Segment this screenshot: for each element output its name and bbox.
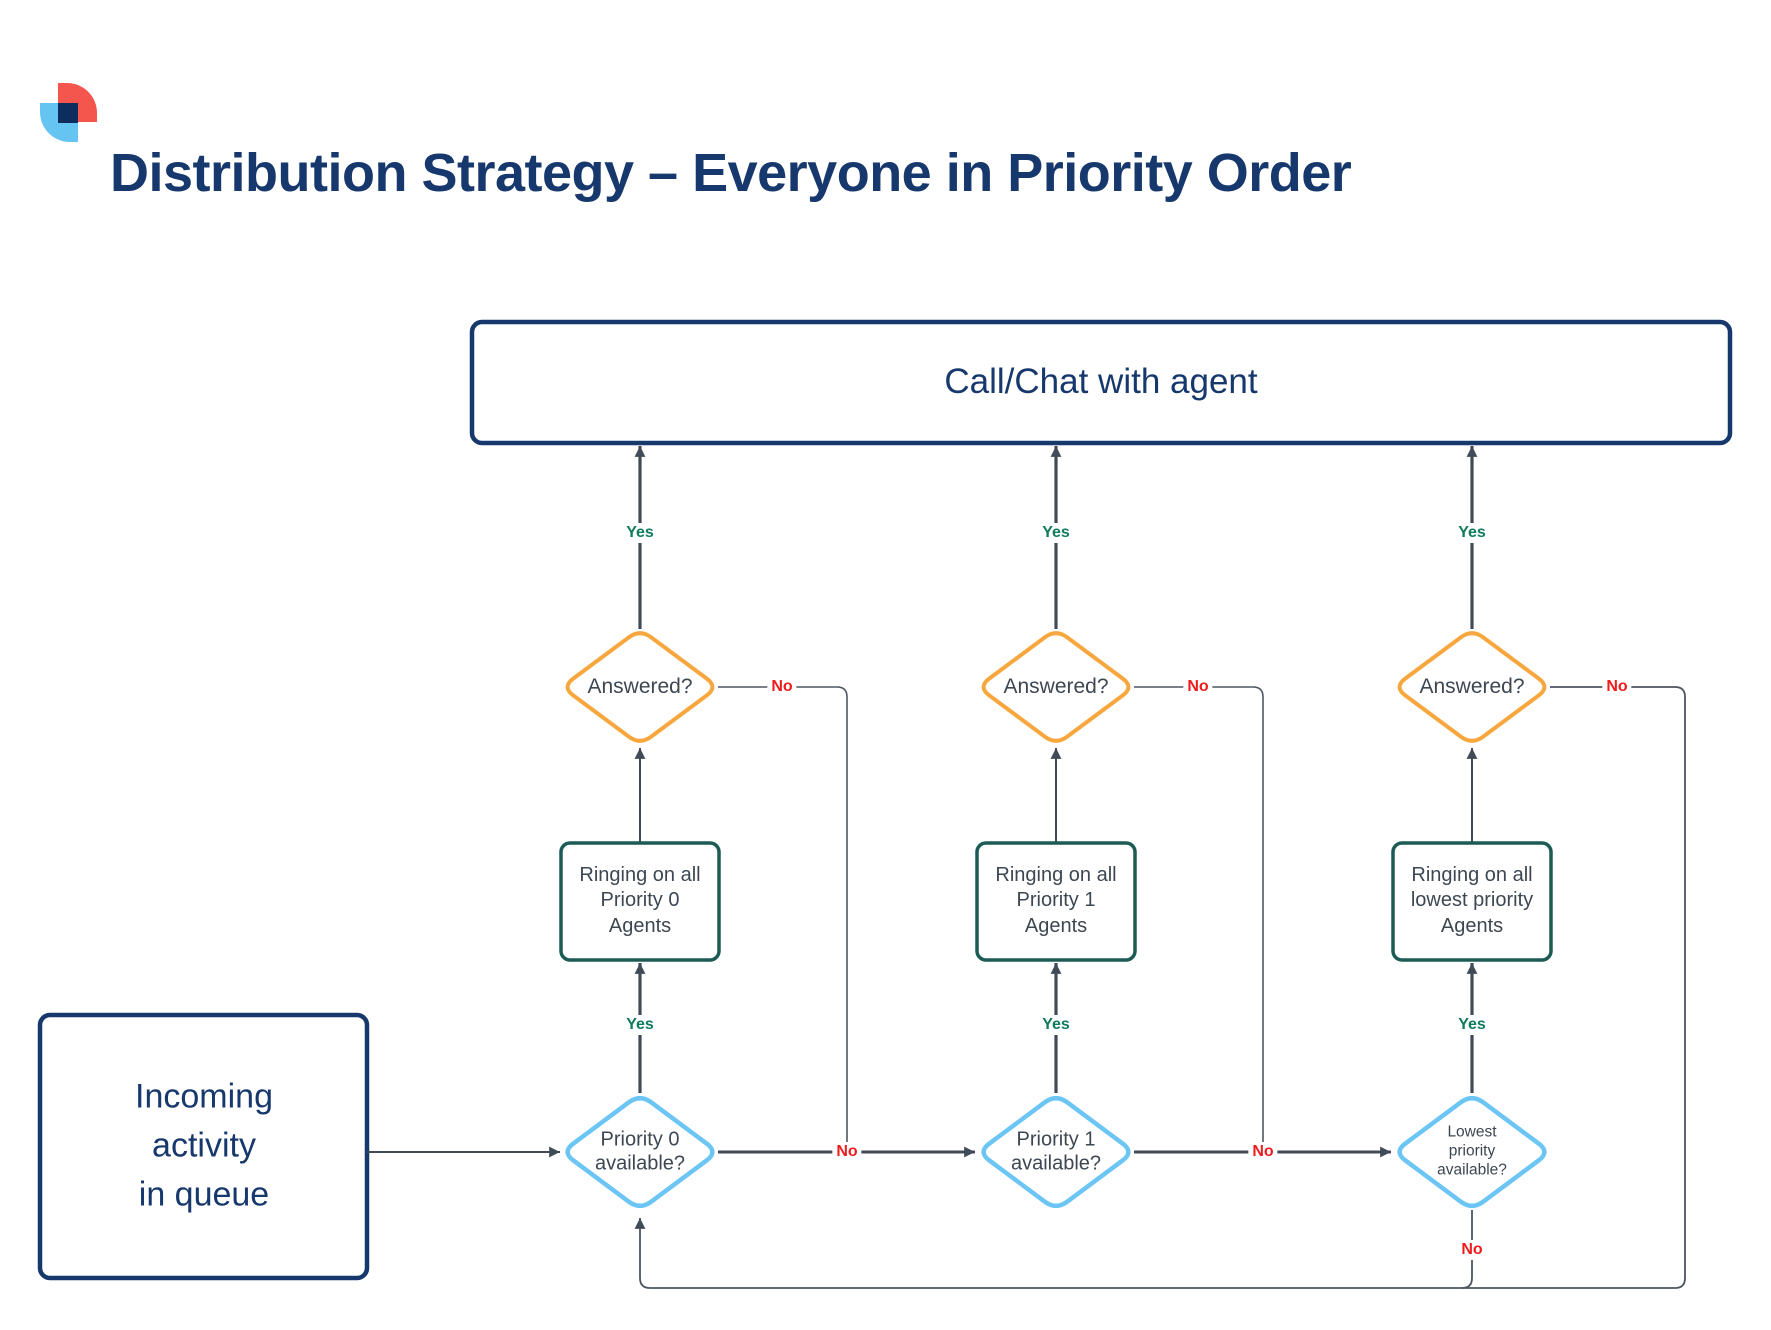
ringing-box-3-shape [1391, 841, 1553, 962]
available-label-2: Priority 1 available? [1010, 1128, 1102, 1175]
yes-label-available3: Yes [1454, 1015, 1490, 1035]
ringing-label-3: Ringing on all lowest priority Agents [1410, 863, 1534, 937]
yes-label-available1: Yes [622, 1015, 658, 1035]
yes-label-answered2: Yes [1038, 523, 1074, 543]
ringing-label-1: Ringing on all Priority 0 Agents [579, 863, 701, 937]
edge-answered2-no [1134, 686, 1264, 1150]
no-label-available2: No [1248, 1142, 1278, 1162]
answered-label-1: Answered? [587, 674, 693, 698]
no-label-answered3: No [1602, 677, 1632, 697]
answered-label-3: Answered? [1419, 674, 1525, 698]
no-label-answered2: No [1183, 677, 1213, 697]
ringing-box-1-shape [559, 841, 721, 962]
edge-available3-no [1461, 1210, 1473, 1289]
incoming-node-shape [37, 1012, 370, 1281]
yes-label-available2: Yes [1038, 1015, 1074, 1035]
no-label-answered1: No [767, 677, 797, 697]
yes-label-answered3: Yes [1454, 523, 1490, 543]
page-title: Distribution Strategy – Everyone in Prio… [110, 143, 1352, 204]
answered-label-2: Answered? [1003, 674, 1109, 698]
no-label-available3: No [1457, 1240, 1487, 1260]
no-label-available1: No [832, 1142, 862, 1162]
logo-navy-shape [58, 103, 78, 123]
available-label-1: Priority 0 available? [594, 1128, 686, 1175]
call-chat-label: Call/Chat with agent [944, 362, 1258, 402]
ringing-label-2: Ringing on all Priority 1 Agents [995, 863, 1117, 937]
yes-label-answered1: Yes [622, 523, 658, 543]
edge-answered3-no-loop [634, 686, 1686, 1289]
ringing-box-2-shape [975, 841, 1137, 962]
call-chat-node-shape [469, 319, 1733, 446]
incoming-label: Incoming activity in queue [135, 1077, 273, 1214]
available-label-3: Lowest priority available? [1437, 1123, 1507, 1179]
edge-answered1-no [718, 686, 848, 1150]
